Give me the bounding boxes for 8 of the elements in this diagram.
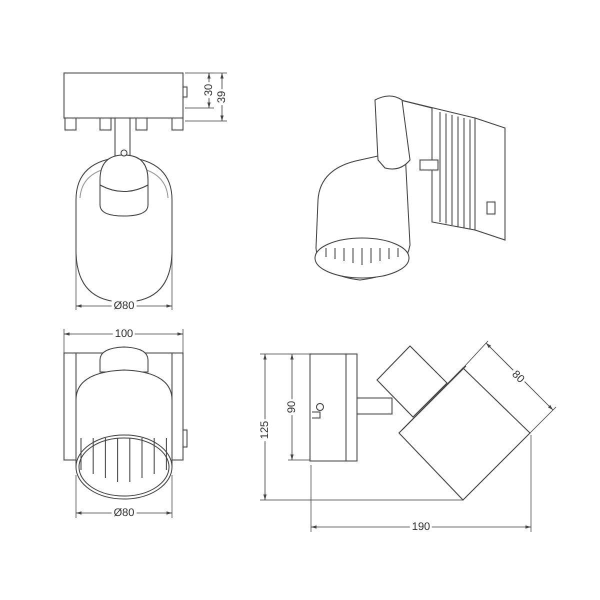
dimension-label: Ø80: [112, 300, 136, 312]
dimension-label: 39: [216, 88, 228, 106]
dimension-label: Ø80: [112, 507, 136, 519]
dimension-label: 90: [286, 398, 298, 416]
dimension-label: 30: [203, 82, 215, 98]
dimension-label: 190: [410, 521, 432, 533]
dimension-label: 100: [112, 328, 136, 340]
dimension-label: 125: [259, 418, 271, 442]
